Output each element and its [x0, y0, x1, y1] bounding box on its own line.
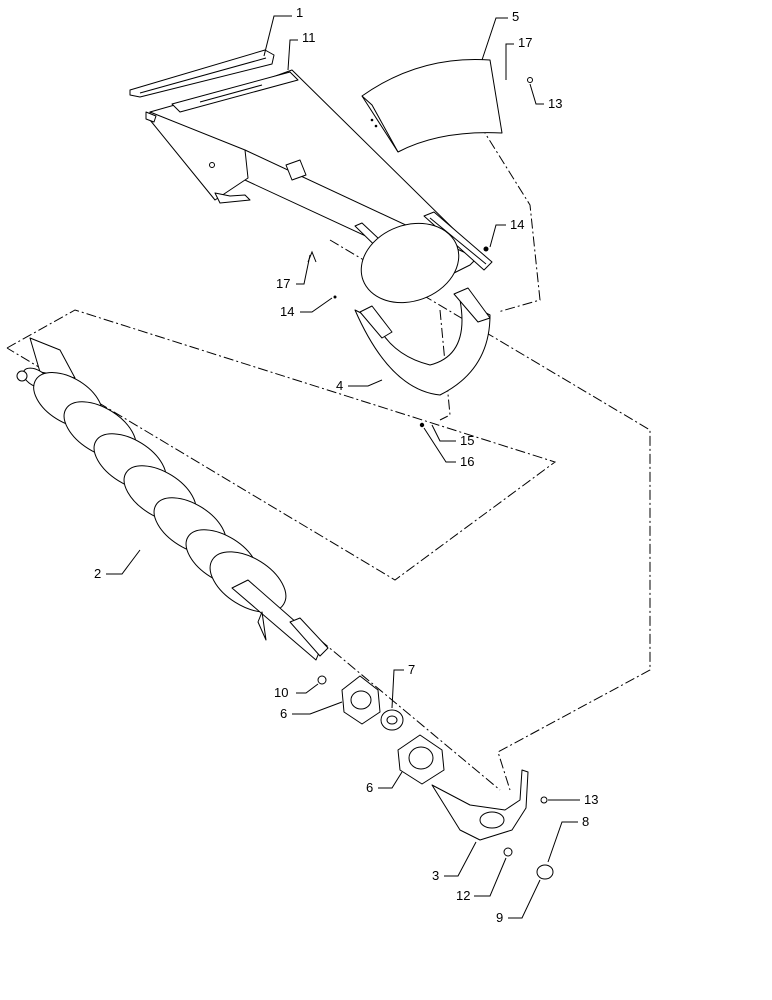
callout-14-upper: 14 — [510, 217, 524, 232]
callout-14-lower: 14 — [280, 304, 294, 319]
leader-lines — [106, 15, 580, 919]
callout-3: 3 — [432, 868, 439, 883]
bearing-flange-upper — [341, 675, 381, 725]
callout-13-lower: 13 — [584, 792, 598, 807]
callout-4: 4 — [336, 378, 343, 393]
curved-cover — [361, 58, 503, 153]
callout-2: 2 — [94, 566, 101, 581]
small-hardware — [307, 77, 554, 880]
callout-5: 5 — [512, 9, 519, 24]
callout-17-lower: 17 — [276, 276, 290, 291]
callout-15: 15 — [460, 433, 474, 448]
callout-17-upper: 17 — [518, 35, 532, 50]
callout-12: 12 — [456, 888, 470, 903]
callout-13-upper: 13 — [548, 96, 562, 111]
callout-7: 7 — [408, 662, 415, 677]
callout-1: 1 — [296, 5, 303, 20]
bearing — [380, 709, 404, 731]
end-bracket — [431, 769, 529, 841]
callout-11: 11 — [302, 30, 316, 45]
callout-9: 9 — [496, 910, 503, 925]
auger-flighting — [16, 337, 329, 661]
callout-16: 16 — [460, 454, 474, 469]
bearing-flange-lower — [397, 734, 445, 785]
callout-10: 10 — [274, 685, 288, 700]
callout-8: 8 — [582, 814, 589, 829]
callout-6-lower: 6 — [366, 780, 373, 795]
callout-labels: 1 11 5 17 13 14 17 14 4 15 16 2 10 6 7 6… — [94, 5, 598, 925]
callout-6-upper: 6 — [280, 706, 287, 721]
trough-shield — [354, 222, 491, 396]
nut-10 — [317, 675, 327, 685]
assembly-centerlines — [6, 124, 651, 791]
